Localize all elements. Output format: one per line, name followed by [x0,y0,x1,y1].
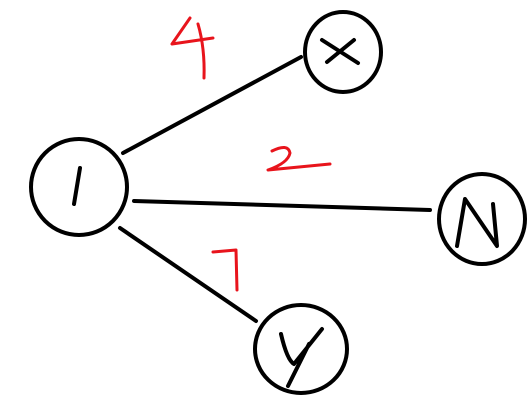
weight-label-i-y: 7 [211,248,239,292]
edge-i-n [132,199,432,212]
weight-label-i-x: 4 [170,16,215,80]
weight-label-i-n: 2 [266,144,332,177]
svg-text:7: 7 [218,255,237,290]
node-n-letter [455,197,499,248]
node-i-circle [29,137,129,237]
node-x-letter [320,38,360,65]
node-i: I [29,137,129,237]
edge-i-x [121,55,303,155]
node-y: Y [253,303,349,395]
node-y-circle [253,303,349,395]
node-x: X [303,10,383,94]
node-n: N [437,172,527,266]
node-n-circle [437,172,527,266]
node-i-letter [72,166,82,206]
edge-i-y [118,226,258,323]
svg-text:2: 2 [290,144,308,177]
node-y-letter [279,327,324,388]
